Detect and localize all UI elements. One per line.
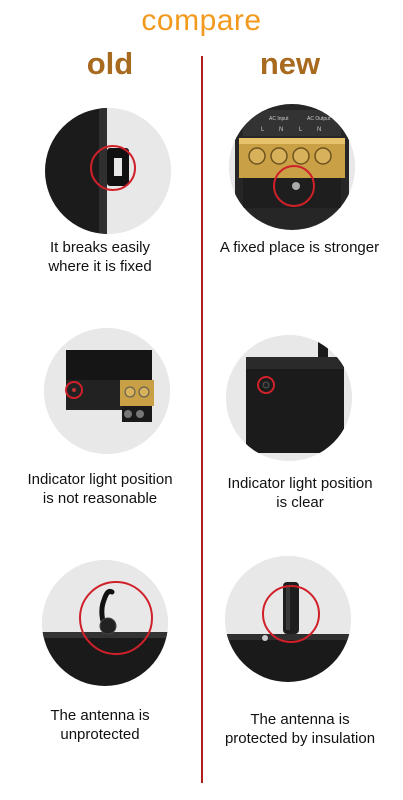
svg-text:N: N: [279, 127, 283, 133]
svg-text:L: L: [261, 127, 265, 133]
column-head-new: new: [259, 46, 321, 81]
caption-old-indicator: Indicator light position is not reasonab…: [27, 471, 173, 507]
photo-old-antenna: [42, 560, 168, 686]
photo-old-indicator: [44, 328, 170, 454]
photo-new-terminal: AC Input AC Output L N L N: [229, 104, 355, 230]
svg-text:N: N: [317, 127, 321, 133]
caption-old-mount: It breaks easily where it is fixed: [48, 239, 152, 275]
caption-new-indicator: Indicator light position is clear: [227, 475, 373, 511]
photo-old-mount: [45, 108, 171, 234]
column-head-old: old: [86, 46, 134, 81]
caption-new-terminal: A fixed place is stronger: [219, 239, 380, 256]
caption-new-antenna: The antenna is protected by insulation: [224, 711, 376, 747]
terminal-output-label: AC Output: [307, 116, 331, 122]
column-divider: [201, 56, 203, 783]
caption-old-antenna: The antenna is unprotected: [50, 707, 150, 743]
photo-new-antenna: [225, 556, 351, 682]
page-title: compare: [141, 4, 262, 37]
photo-new-indicator: [226, 335, 352, 461]
terminal-input-label: AC Input: [269, 116, 289, 122]
svg-text:L: L: [299, 127, 303, 133]
